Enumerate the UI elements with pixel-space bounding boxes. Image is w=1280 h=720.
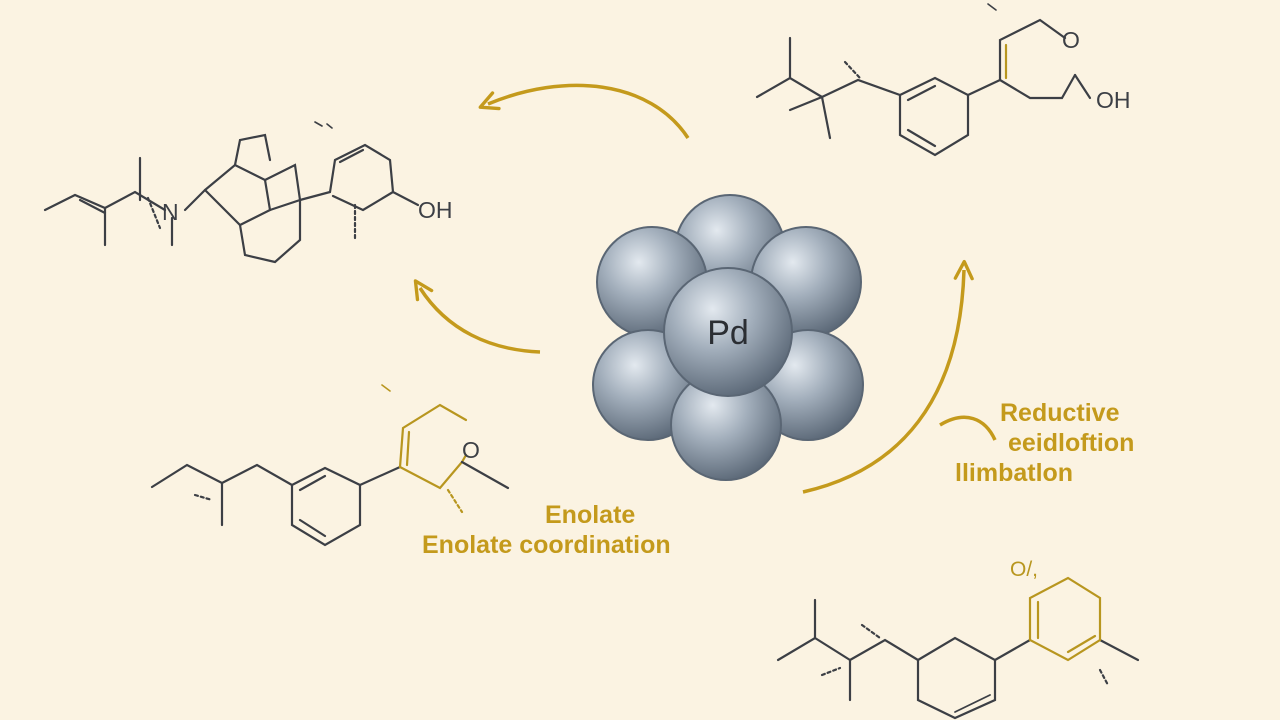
molecule-bottom-right-ring [1028, 576, 1102, 662]
molecule-bottom-left [150, 463, 402, 547]
label-enolate-short: Enolate [545, 501, 636, 529]
tr-o-label: O [1062, 27, 1080, 53]
bl-o-label: O [462, 437, 480, 463]
br-o-label: O/, [1010, 558, 1038, 581]
label-reductive-line3: llimbatlon [955, 459, 1074, 487]
molecule-bottom-right [776, 598, 1140, 720]
molecule-top-left [43, 121, 420, 264]
tl-n-label: N [162, 199, 179, 225]
molecule-bottom-left-ring [381, 384, 510, 514]
tr-oh-label: OH [1096, 87, 1131, 113]
label-reductive-line1: Reductive [1000, 399, 1120, 427]
label-reductive-line2: eeidloftion [1008, 429, 1135, 457]
arrow-right [802, 259, 974, 494]
arrow-top [478, 83, 690, 139]
arrow-left [413, 279, 541, 354]
molecule-top-right [755, 3, 1092, 157]
tl-oh-label: OH [418, 197, 453, 223]
pd-label: Pd [707, 314, 749, 352]
pd-cluster: Pd [592, 194, 864, 481]
label-enolate-coordination: Enolate coordination [422, 531, 671, 559]
arrow-right-tail [939, 415, 997, 441]
